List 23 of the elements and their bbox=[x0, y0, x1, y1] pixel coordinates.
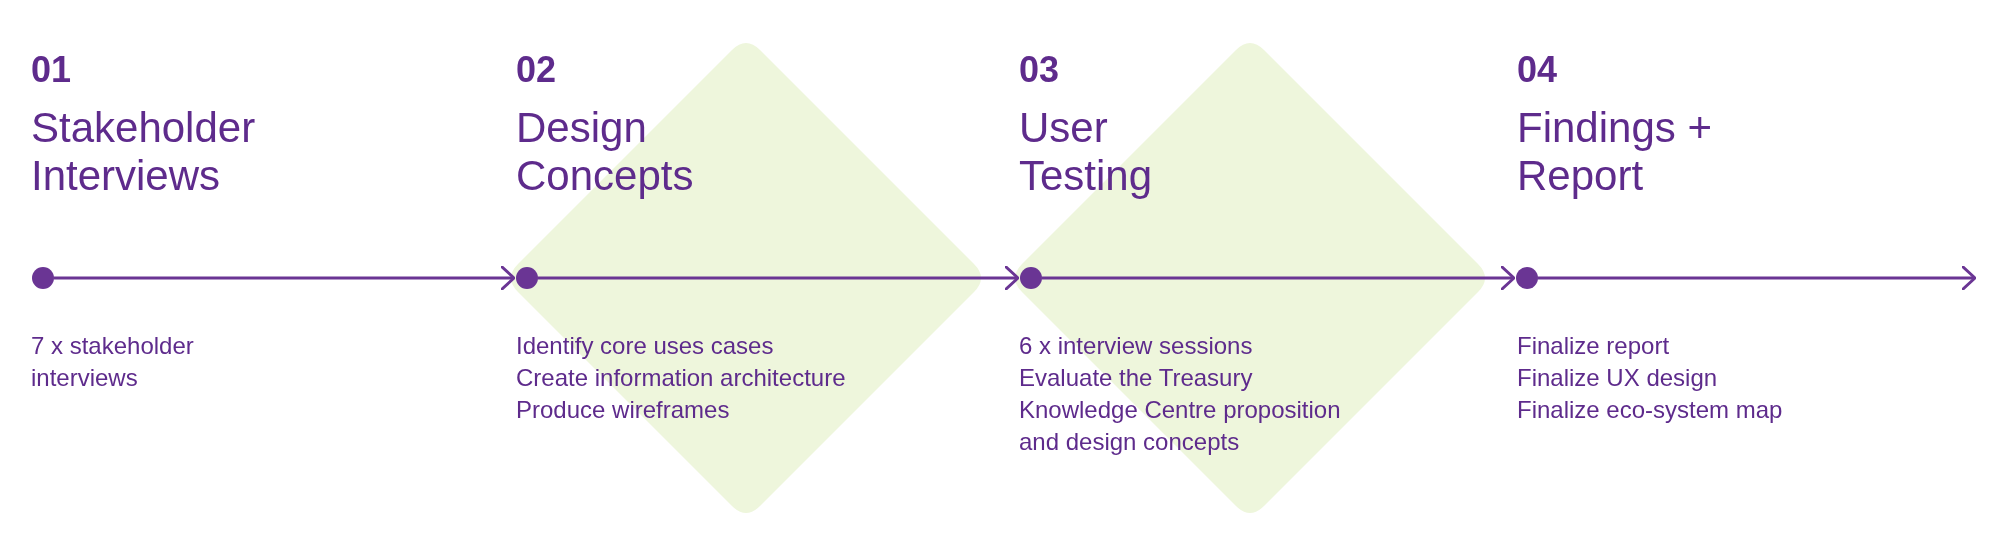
timeline-dot bbox=[32, 267, 54, 289]
step-description: Finalize UX design bbox=[1517, 363, 1719, 393]
step-description: Identify core uses cases bbox=[516, 331, 775, 361]
arrow bbox=[1042, 265, 1516, 291]
timeline-dot bbox=[1516, 267, 1538, 289]
arrow bbox=[1538, 265, 1977, 291]
step-description: Produce wireframes bbox=[516, 395, 731, 425]
step-description: Finalize report bbox=[1517, 331, 1671, 361]
step-description: 6 x interview sessions bbox=[1019, 331, 1254, 361]
step-number: 03 bbox=[1019, 50, 1061, 90]
step-title: User Testing bbox=[1019, 104, 1154, 200]
step-number: 04 bbox=[1517, 50, 1559, 90]
arrow bbox=[54, 265, 516, 291]
step-title: Findings + Report bbox=[1517, 104, 1713, 200]
step-title: Design Concepts bbox=[516, 104, 695, 200]
step-description: Create information architecture bbox=[516, 363, 847, 393]
step-description: Evaluate the Treasury Knowledge Centre proposition and design concepts bbox=[1019, 363, 1342, 457]
arrow bbox=[538, 265, 1020, 291]
step-number: 02 bbox=[516, 50, 558, 90]
step-title: Stakeholder Interviews bbox=[31, 104, 257, 200]
step-description: 7 x stakeholder interviews bbox=[31, 331, 195, 393]
step-number: 01 bbox=[31, 50, 73, 90]
step-description: Finalize eco-system map bbox=[1517, 395, 1784, 425]
